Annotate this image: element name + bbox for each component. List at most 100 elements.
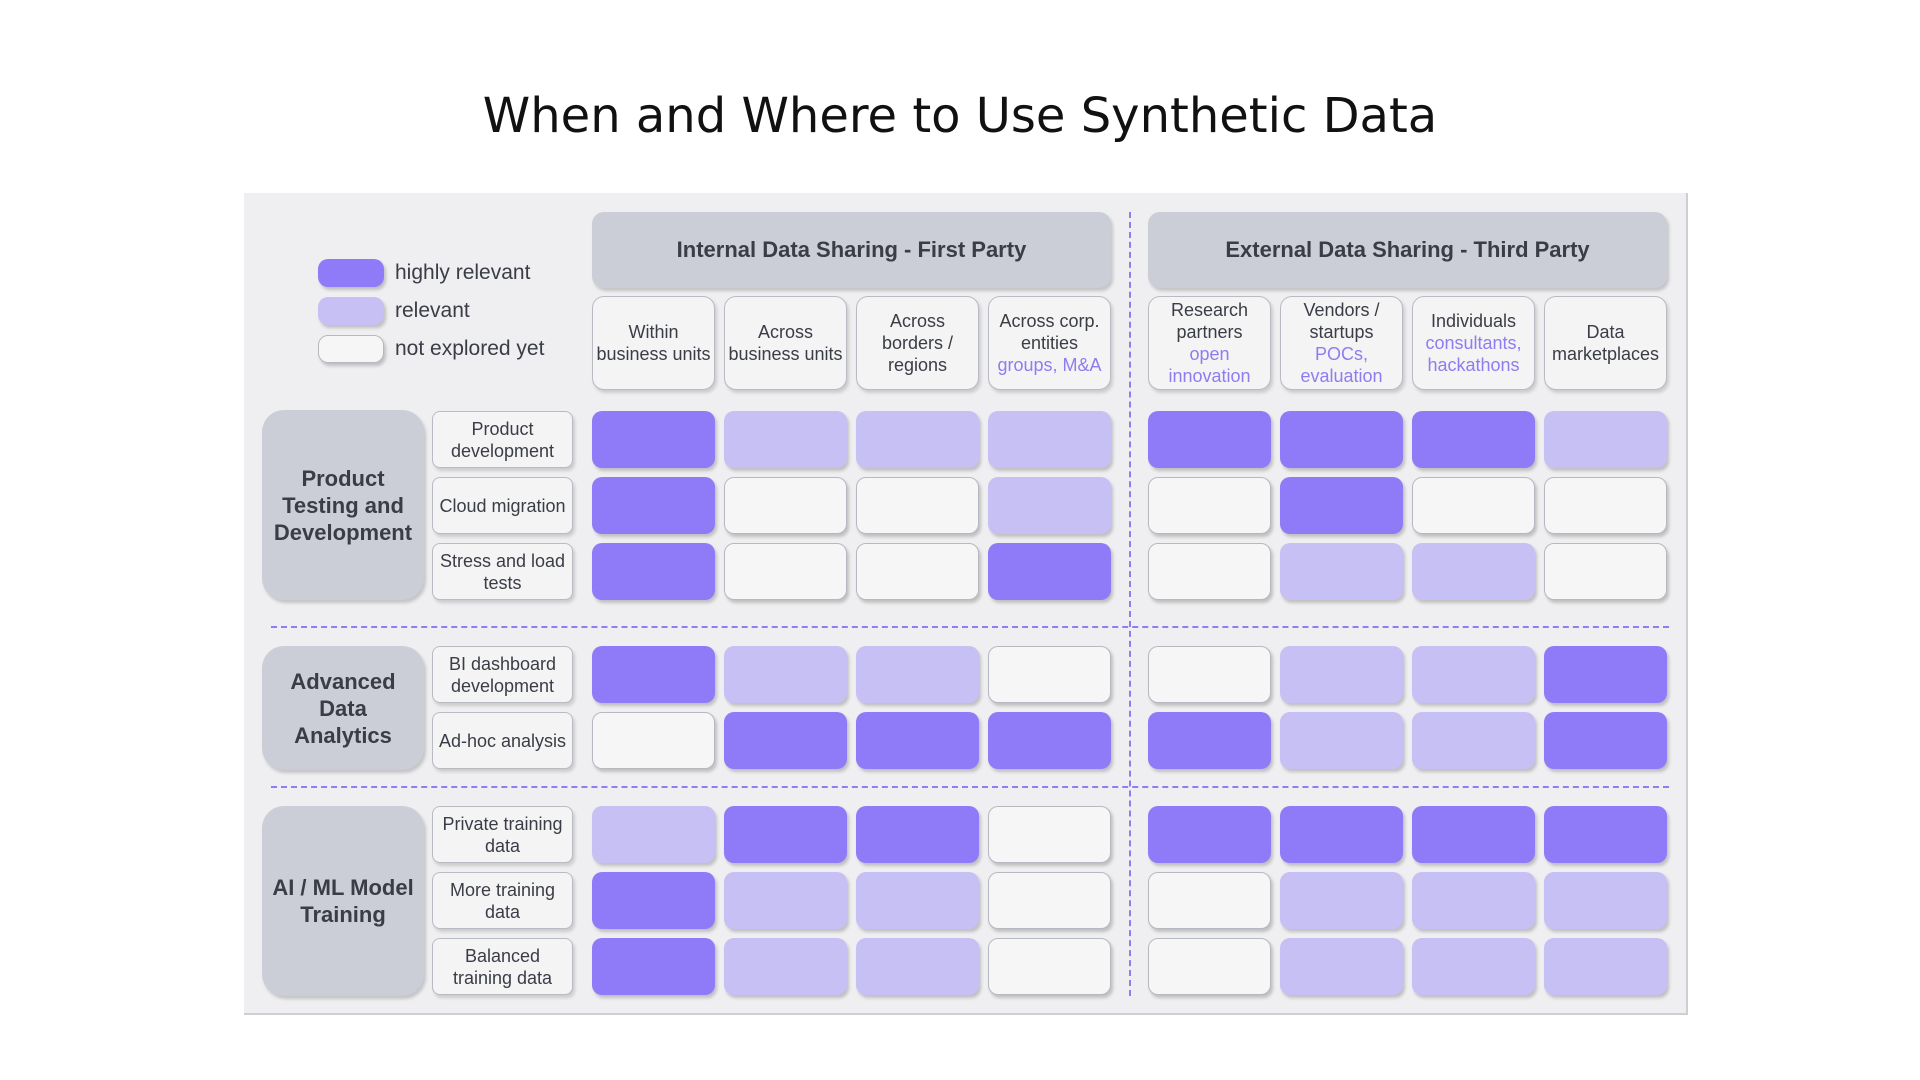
relevance-cell bbox=[1280, 411, 1403, 468]
relevance-cell bbox=[592, 806, 715, 863]
column-header: Data marketplaces bbox=[1544, 296, 1667, 390]
column-header: Across borders / regions bbox=[856, 296, 979, 390]
relevance-cell bbox=[988, 938, 1111, 995]
column-header-label: Across business units bbox=[728, 322, 843, 364]
relevance-cell bbox=[1148, 712, 1271, 769]
relevance-cell bbox=[724, 938, 847, 995]
group-header: External Data Sharing - Third Party bbox=[1148, 212, 1667, 288]
relevance-cell bbox=[1544, 646, 1667, 703]
column-header-label: Across borders / regions bbox=[881, 311, 954, 375]
relevance-cell bbox=[1412, 938, 1535, 995]
category-label: AI / ML Model Training bbox=[262, 806, 424, 996]
relevance-cell bbox=[856, 411, 979, 468]
category-label: Advanced Data Analytics bbox=[262, 646, 424, 770]
column-header-sub: open innovation bbox=[1168, 344, 1251, 386]
legend-label: not explored yet bbox=[395, 337, 545, 360]
relevance-cell bbox=[724, 806, 847, 863]
column-header-sub: consultants, hackathons bbox=[1425, 333, 1522, 375]
legend-swatch bbox=[318, 335, 384, 363]
row-label: Private training data bbox=[432, 806, 573, 863]
relevance-cell bbox=[1412, 411, 1535, 468]
relevance-cell bbox=[1148, 646, 1271, 703]
relevance-cell bbox=[988, 543, 1111, 600]
relevance-cell bbox=[724, 872, 847, 929]
relevance-cell bbox=[592, 712, 715, 769]
relevance-cell bbox=[988, 872, 1111, 929]
relevance-cell bbox=[856, 938, 979, 995]
relevance-cell bbox=[988, 411, 1111, 468]
relevance-cell bbox=[1280, 712, 1403, 769]
relevance-cell bbox=[1412, 872, 1535, 929]
relevance-cell bbox=[1280, 872, 1403, 929]
column-header-label: Across corp. entities bbox=[999, 311, 1100, 353]
relevance-cell bbox=[988, 477, 1111, 534]
legend-swatch bbox=[318, 297, 384, 325]
row-label: Stress and load tests bbox=[432, 543, 573, 600]
legend-label: highly relevant bbox=[395, 261, 531, 284]
row-label: Ad-hoc analysis bbox=[432, 712, 573, 769]
relevance-cell bbox=[856, 872, 979, 929]
relevance-cell bbox=[1544, 543, 1667, 600]
column-header-label: Data marketplaces bbox=[1551, 322, 1660, 364]
relevance-cell bbox=[1280, 938, 1403, 995]
group-header: Internal Data Sharing - First Party bbox=[592, 212, 1111, 288]
relevance-cell bbox=[856, 806, 979, 863]
column-header: Across business units bbox=[724, 296, 847, 390]
relevance-cell bbox=[1148, 938, 1271, 995]
section-divider bbox=[271, 786, 1669, 788]
row-label: Balanced training data bbox=[432, 938, 573, 995]
relevance-cell bbox=[1412, 543, 1535, 600]
relevance-cell bbox=[1544, 806, 1667, 863]
relevance-cell bbox=[1148, 872, 1271, 929]
row-label: More training data bbox=[432, 872, 573, 929]
relevance-cell bbox=[1544, 938, 1667, 995]
relevance-cell bbox=[1412, 646, 1535, 703]
relevance-cell bbox=[592, 872, 715, 929]
relevance-cell bbox=[724, 411, 847, 468]
relevance-cell bbox=[724, 477, 847, 534]
relevance-cell bbox=[856, 543, 979, 600]
relevance-cell bbox=[1412, 806, 1535, 863]
group-divider bbox=[1129, 212, 1131, 996]
relevance-cell bbox=[592, 411, 715, 468]
relevance-cell bbox=[856, 646, 979, 703]
relevance-cell bbox=[1544, 411, 1667, 468]
page-title: When and Where to Use Synthetic Data bbox=[482, 88, 1438, 144]
section-divider bbox=[271, 626, 1669, 628]
column-header-label: Within business units bbox=[596, 322, 711, 364]
row-label: Product development bbox=[432, 411, 573, 468]
relevance-cell bbox=[1280, 477, 1403, 534]
relevance-cell bbox=[988, 806, 1111, 863]
row-label: Cloud migration bbox=[432, 477, 573, 534]
column-header: Within business units bbox=[592, 296, 715, 390]
relevance-cell bbox=[1148, 543, 1271, 600]
relevance-cell bbox=[1544, 872, 1667, 929]
relevance-cell bbox=[1280, 806, 1403, 863]
relevance-cell bbox=[1544, 477, 1667, 534]
relevance-cell bbox=[1280, 646, 1403, 703]
relevance-cell bbox=[724, 712, 847, 769]
relevance-cell bbox=[856, 712, 979, 769]
relevance-cell bbox=[1148, 477, 1271, 534]
category-label: Product Testing and Development bbox=[262, 410, 424, 600]
relevance-cell bbox=[592, 543, 715, 600]
column-header-sub: POCs, evaluation bbox=[1300, 344, 1383, 386]
relevance-cell bbox=[856, 477, 979, 534]
column-header-label: Vendors / startups bbox=[1303, 300, 1380, 342]
legend-label: relevant bbox=[395, 299, 470, 322]
column-header-label: Research partners bbox=[1170, 300, 1249, 342]
column-header-sub: groups, M&A bbox=[997, 355, 1102, 375]
relevance-cell bbox=[988, 646, 1111, 703]
relevance-cell bbox=[1544, 712, 1667, 769]
relevance-cell bbox=[592, 938, 715, 995]
column-header-label: Individuals bbox=[1430, 311, 1517, 331]
relevance-cell bbox=[724, 543, 847, 600]
relevance-cell bbox=[592, 646, 715, 703]
row-label: BI dashboard development bbox=[432, 646, 573, 703]
legend-swatch bbox=[318, 259, 384, 287]
relevance-cell bbox=[1148, 806, 1271, 863]
